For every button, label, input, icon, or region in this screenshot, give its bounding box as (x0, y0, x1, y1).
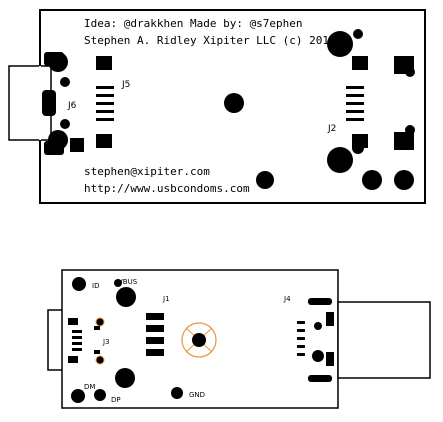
label-j5: J5 (121, 80, 130, 90)
mounting-hole (48, 130, 68, 150)
mounting-hole (394, 170, 414, 190)
label-id: ID (92, 282, 99, 290)
j2-pad (352, 134, 368, 148)
pad (394, 132, 414, 150)
label-j3: J3 (102, 338, 110, 346)
url-line: http://www.usbcondoms.com (84, 182, 250, 195)
via (353, 29, 363, 39)
dp-test-point (94, 389, 106, 401)
via (95, 317, 105, 327)
email-line: stephen@xipiter.com (84, 165, 210, 178)
via (312, 350, 324, 362)
id-test-point (72, 277, 86, 291)
mounting-hole (256, 171, 274, 189)
via (405, 67, 415, 77)
j3-pad (68, 318, 78, 325)
j5-pin-stack (96, 86, 114, 121)
label-j1: J1 (162, 295, 170, 303)
label-dm: DM (84, 383, 95, 391)
j2-pin-stack (346, 86, 364, 121)
j3-pin-stack (72, 330, 82, 351)
via (95, 355, 105, 365)
j4-pad (308, 298, 332, 305)
via (314, 322, 322, 330)
pad (326, 352, 334, 366)
label-dp: DP (111, 396, 121, 404)
pad (94, 350, 100, 354)
left-usb-housing (47, 309, 62, 371)
mounting-hole (327, 147, 353, 173)
label-j6: J6 (67, 101, 77, 111)
pad (42, 90, 56, 116)
mounting-hole (115, 368, 135, 388)
bottom-board: ID VBUS J1 J4 J3 DM DP GND (47, 269, 431, 409)
mounting-hole (327, 31, 353, 57)
gnd-test-point (171, 387, 183, 399)
top-board: Idea: @drakkhen Made by: @s7ephen Stephe… (8, 9, 426, 204)
pad (326, 312, 334, 326)
label-j2: J2 (327, 124, 336, 134)
copyright-line: Stephen A. Ridley Xipiter LLC (c) 2013 (84, 34, 336, 47)
label-j4: J4 (283, 295, 291, 303)
vbus-test-point (114, 279, 122, 287)
pad (94, 326, 100, 330)
j5-pad (96, 56, 112, 70)
via (405, 125, 415, 135)
label-vbus: VBUS (118, 278, 138, 286)
pad (70, 138, 84, 152)
j3-pad (68, 356, 78, 363)
j4-pad (308, 375, 332, 382)
mounting-hole (362, 170, 382, 190)
dm-test-point (71, 389, 85, 403)
label-gnd: GND (189, 391, 205, 399)
mounting-hole (116, 287, 136, 307)
right-usb-housing (337, 301, 431, 379)
fiducial-target (181, 322, 217, 358)
j4-pin-stack (297, 321, 305, 356)
via (60, 77, 70, 87)
credit-line: Idea: @drakkhen Made by: @s7ephen (84, 17, 303, 30)
j2-pad (352, 56, 368, 70)
mounting-hole (48, 52, 68, 72)
j1-pads (146, 313, 164, 356)
via (60, 119, 70, 129)
j5-pad (96, 134, 112, 148)
center-mounting-hole (224, 93, 244, 113)
